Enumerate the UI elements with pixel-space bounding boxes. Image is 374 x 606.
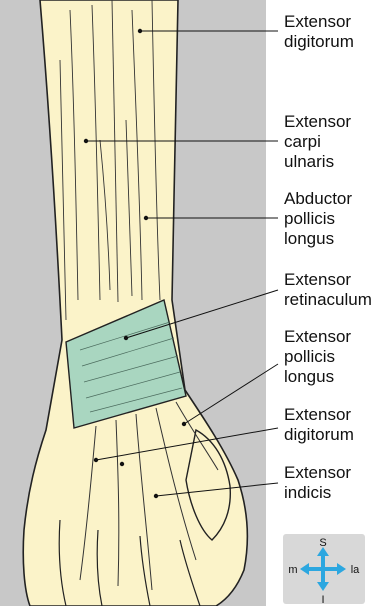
label-abductor-pollicis-longus: Abductor pollicis longus [284,189,352,249]
label-extensor-retinaculum: Extensor retinaculum [284,270,372,310]
orientation-compass: S I m la [283,534,365,606]
compass-lateral: la [351,564,360,576]
label-extensor-carpi-ulnaris: Extensor carpi ulnaris [284,112,351,172]
label-extensor-digitorum-top: Extensor digitorum [284,12,354,52]
label-extensor-indicis: Extensor indicis [284,463,351,503]
compass-medial: m [288,564,297,576]
compass-superior: S [319,537,326,549]
compass-inferior: I [321,594,324,606]
label-extensor-digitorum-bottom: Extensor digitorum [284,405,354,445]
label-extensor-pollicis-longus: Extensor pollicis longus [284,327,351,387]
